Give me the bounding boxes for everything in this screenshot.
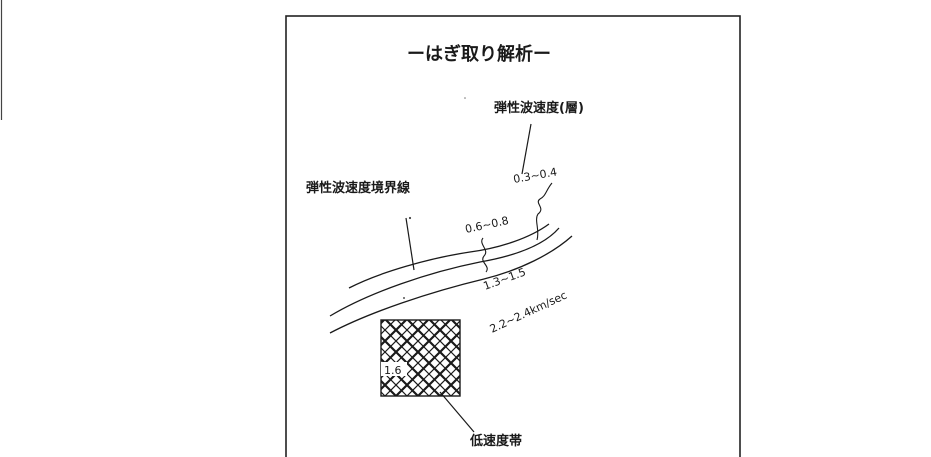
low-velocity-leader <box>439 391 475 433</box>
figure-frame <box>285 15 741 457</box>
scan-speck <box>464 97 466 99</box>
scan-speck <box>403 297 405 299</box>
layer-velocity-label: 弾性波速度(層) <box>494 100 584 116</box>
boundary-line-leader <box>405 217 415 271</box>
boundary-curve-3 <box>329 235 573 334</box>
boundary-line-label: 弾性波速度境界線 <box>306 180 411 196</box>
boundary-curve-2 <box>329 227 560 317</box>
layer-velocity-leader <box>521 123 532 175</box>
squiggle-leader-top <box>536 182 553 241</box>
low-velocity-value-bg <box>381 362 407 376</box>
velocity-bedrock: 2.2~2.4km/sec <box>488 289 569 336</box>
boundary-curve-1 <box>348 223 550 289</box>
diagram-title: ーはぎ取り解析ー <box>407 43 551 65</box>
scan-speck <box>408 216 412 220</box>
velocity-top-layer: 0.3~0.4 <box>512 165 558 185</box>
velocity-third-layer: 1.3~1.5 <box>482 265 528 292</box>
velocity-second-layer: 0.6~0.8 <box>464 214 510 236</box>
low-velocity-zone-label: 低速度帯 <box>469 433 522 449</box>
squiggle-leader-second <box>481 237 488 273</box>
low-velocity-zone <box>380 319 461 397</box>
low-velocity-value: 1.6 <box>384 364 402 377</box>
